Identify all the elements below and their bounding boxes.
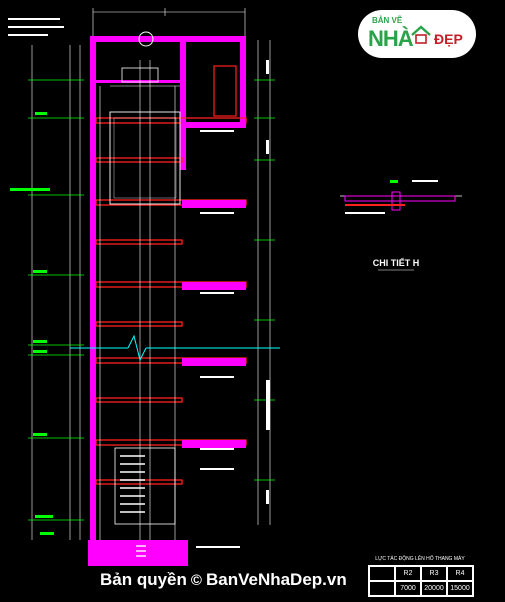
logo-main-text: NHÀ <box>368 26 414 51</box>
rails <box>99 60 176 540</box>
table-header-cell: R2 <box>395 566 421 581</box>
right-dimension-lines <box>257 40 271 525</box>
slab-notes <box>196 130 240 548</box>
table-cell: 20000 <box>421 581 447 596</box>
table-header-cell <box>369 566 395 581</box>
watermark-site: BanVeNhaDep.vn <box>205 570 347 589</box>
counterweight <box>114 447 176 525</box>
table-header-cell: R4 <box>447 566 473 581</box>
right-ticks <box>254 79 275 481</box>
detail-h-title: CHI TIẾT H <box>373 258 420 268</box>
left-ticks <box>28 79 84 521</box>
slab-fills <box>182 122 246 448</box>
watermark-prefix: Bản quyền <box>100 570 187 589</box>
site-logo: BẢN VẼ NHÀ ĐẸP <box>358 10 476 58</box>
counterweight-hatch <box>120 455 146 557</box>
table-header-cell: R3 <box>421 566 447 581</box>
left-dimension-lines <box>31 45 81 540</box>
detail-h-drawing <box>340 180 462 271</box>
logo-accent-text: ĐẸP <box>434 31 463 47</box>
copyright-icon: © <box>190 571 202 589</box>
house-icon <box>411 25 431 44</box>
table-cell <box>369 581 395 596</box>
machine-room <box>110 31 237 117</box>
right-dim-labels <box>266 60 270 504</box>
left-level-marks <box>10 112 54 535</box>
break-line <box>70 334 280 362</box>
force-table: R2 R3 R4 7000 20000 15000 <box>368 565 474 597</box>
left-notes <box>8 18 64 36</box>
copyright-watermark: Bản quyền © BanVeNhaDep.vn <box>100 567 370 593</box>
floor-slabs <box>95 117 247 485</box>
top-dimension <box>92 8 246 40</box>
logo-top-text: BẢN VẼ <box>372 16 403 25</box>
table-caption: LỰC TÁC ĐỘNG LÊN HỐ THANG MÁY <box>375 554 465 562</box>
table-cell: 15000 <box>447 581 473 596</box>
table-cell: 7000 <box>395 581 421 596</box>
elevator-car <box>109 111 181 205</box>
